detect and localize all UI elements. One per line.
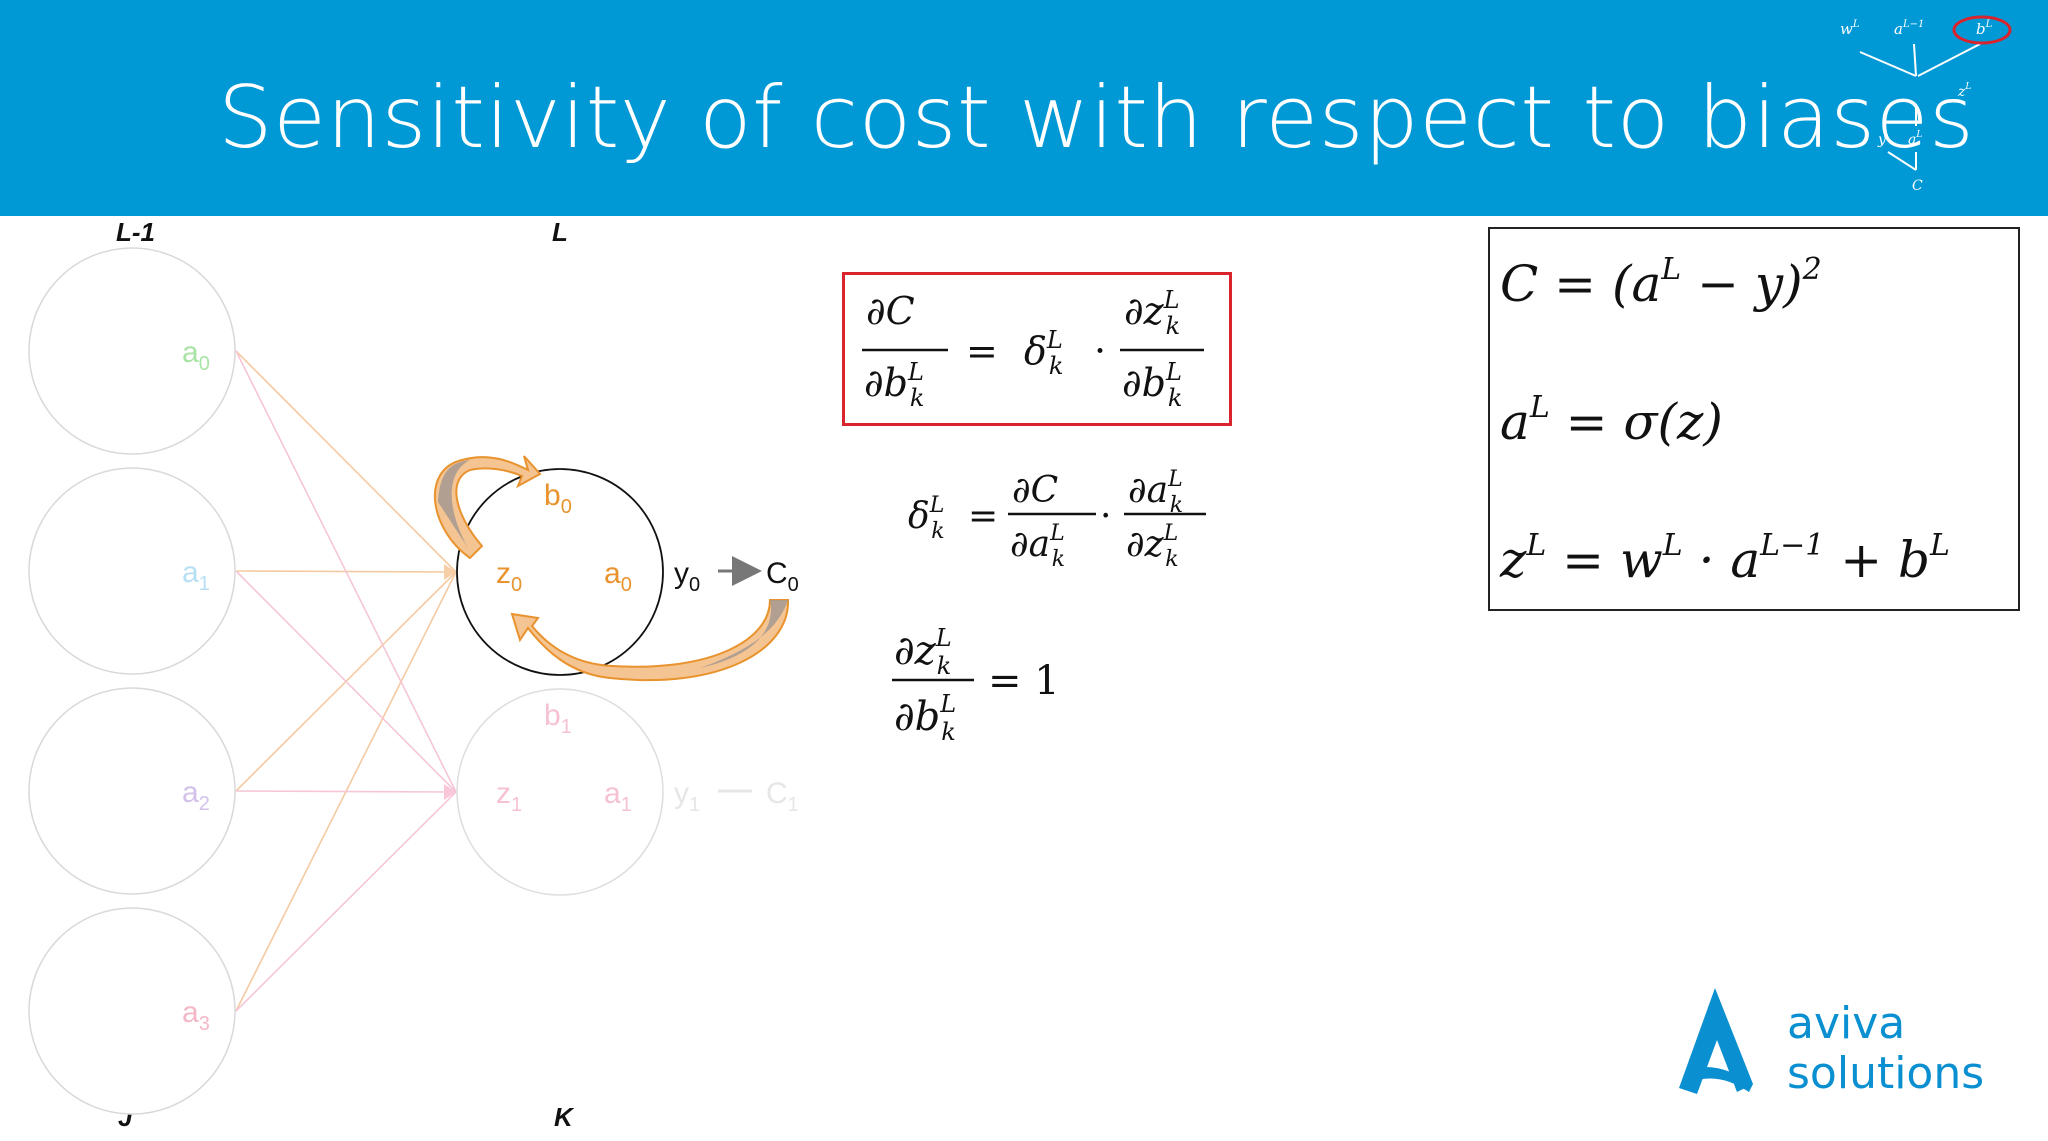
title-banner: Sensitivity of cost with respect to bias…: [0, 0, 2048, 216]
eq3-equals-one: = 1: [988, 658, 1060, 704]
neuron-1-target: y1: [674, 777, 700, 816]
aviva-solutions-logo: aviva solutions: [1679, 988, 1984, 1099]
connection-a2-z1: [235, 790, 457, 793]
logo-mark-icon: [1679, 988, 1753, 1094]
tree-z-label: zL: [1957, 82, 1971, 100]
tree-edge-w: [1859, 51, 1917, 77]
tree-b-label: bL: [1976, 19, 1993, 38]
cost-definition: C = (aL − y)2: [1500, 252, 1822, 313]
prev-activation-3: a3: [182, 996, 210, 1035]
tree-edge-a: [1913, 43, 1917, 77]
neuron-0-cost: C0: [766, 557, 799, 596]
eq1-dot: ·: [1094, 329, 1106, 373]
neuron-0-z: z0: [496, 557, 522, 596]
neuron-1-z: z1: [496, 777, 522, 816]
logo-swoosh-icon: [1695, 1066, 1753, 1092]
prev-activation-0: a0: [182, 336, 210, 375]
curved-arrow-z0-shadow: [438, 460, 470, 548]
connection-a0-z0: [235, 350, 457, 573]
prev-activation-2: a2: [182, 776, 210, 815]
slide-title: Sensitivity of cost with respect to bias…: [218, 68, 1975, 168]
prev-activation-1: a1: [182, 556, 210, 595]
definitions-box: [1488, 227, 2020, 611]
definitions-equations: C = (aL − y)2 aL = σ(z) zL = wL · aL−1 +…: [1499, 252, 1950, 589]
neuron-prev-0: [28, 247, 236, 455]
network-diagram: L-1 L J K a0 a1 a2 a3 b0 z0: [28, 217, 799, 1132]
eq2-equals: =: [968, 496, 998, 537]
bias-gradient-equation-box: [842, 272, 1232, 426]
curved-arrow-z0-to-b0: [433, 455, 542, 560]
tree-w-label: wL: [1840, 19, 1860, 38]
neuron-prev-2: [28, 687, 236, 895]
neuron-1-activation: a1: [604, 777, 632, 816]
neuron-prev-1: [28, 467, 236, 675]
logo-line1: aviva: [1787, 998, 1905, 1049]
neuron-0-bias: b0: [544, 479, 572, 518]
layer-prev-top-label: L-1: [116, 217, 155, 247]
layer-top-label: L: [552, 217, 568, 247]
eq2-numerator-1: ∂C: [1012, 470, 1058, 511]
neuron-0-target: y0: [674, 557, 700, 596]
neuron-1: [456, 688, 664, 896]
neuron-1-cost: C1: [766, 777, 799, 816]
tree-a-label: aL: [1908, 130, 1922, 148]
connection-a0-z1: [235, 350, 457, 793]
neuron-1-input-arrow: [444, 784, 456, 800]
connection-a3-z1: [235, 791, 457, 1012]
tree-edge-y: [1887, 151, 1917, 171]
tree-a-prev-label: aL−1: [1894, 19, 1924, 38]
tree-edge-b: [1917, 43, 1981, 77]
activation-definition: aL = σ(z): [1500, 390, 1723, 451]
neuron-0-activation: a0: [604, 557, 632, 596]
logo-line2: solutions: [1787, 1048, 1984, 1099]
tree-y-label: y: [1877, 132, 1887, 148]
curved-arrow-c0-shadow: [700, 600, 788, 668]
eq1-equals: =: [966, 329, 998, 373]
curved-arrow-c0-to-z0: [510, 599, 790, 682]
neuron-0-input-arrow: [444, 564, 456, 580]
layer-bottom-label: K: [554, 1102, 575, 1132]
eq1-numerator-left: ∂C: [866, 289, 915, 333]
eq2-dot: ·: [1100, 496, 1111, 537]
weighted-input-definition: zL = wL · aL−1 + bL: [1499, 528, 1950, 589]
neuron-0: [456, 468, 664, 676]
neuron-1-bias: b1: [544, 699, 572, 738]
computation-tree-diagram: wL aL−1 bL zL y aL C: [1840, 15, 2012, 194]
neuron-prev-3: [28, 907, 236, 1115]
tree-highlight-circle: [1952, 15, 2012, 45]
tree-c-label: C: [1912, 178, 1923, 194]
connection-a1-z1: [235, 570, 457, 793]
